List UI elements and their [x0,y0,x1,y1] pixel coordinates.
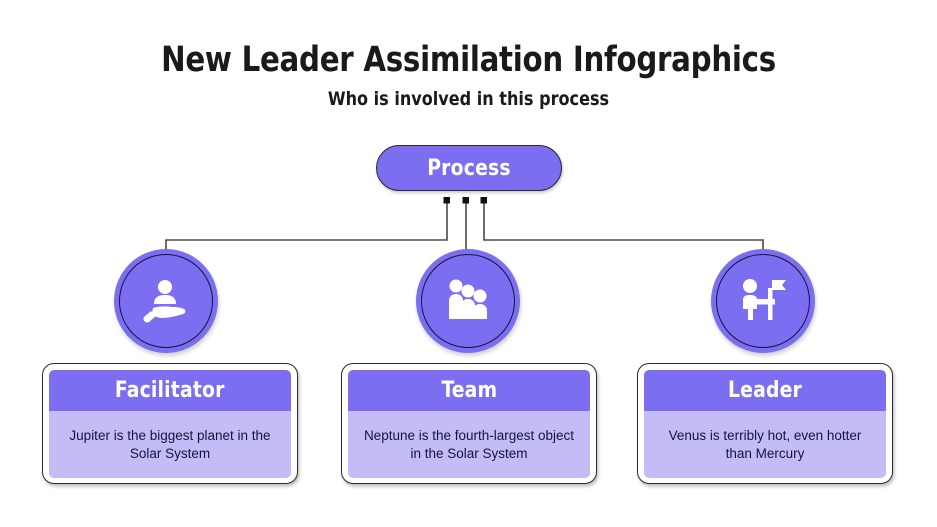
root-node-label: Process [427,155,511,181]
page-subtitle: Who is involved in this process [327,88,610,110]
circle-inner-ring [716,254,810,348]
page-title: New Leader Assimilation Infographics [161,40,776,80]
card-body-facilitator: Jupiter is the biggest planet in the Sol… [49,411,291,478]
person-with-flag-icon [711,249,815,353]
card-description: Jupiter is the biggest planet in the Sol… [69,427,271,461]
icon-circle-facilitator[interactable] [114,249,218,353]
card-facilitator[interactable]: Facilitator Jupiter is the biggest plane… [42,363,298,484]
card-team[interactable]: Team Neptune is the fourth-largest objec… [341,363,597,484]
card-description: Venus is terribly hot, even hotter than … [668,427,862,461]
card-title: Leader [727,378,803,403]
circle-inner-ring [421,254,515,348]
card-leader[interactable]: Leader Venus is terribly hot, even hotte… [637,363,893,484]
card-header-leader: Leader [644,370,886,411]
card-header-team: Team [348,370,590,411]
card-description: Neptune is the fourth-largest object in … [363,427,575,461]
card-body-team: Neptune is the fourth-largest object in … [348,411,590,478]
root-node-process[interactable]: Process [376,145,562,191]
icon-circle-leader[interactable] [711,249,815,353]
card-title: Team [441,378,497,403]
card-title: Facilitator [115,378,225,403]
card-header-facilitator: Facilitator [49,370,291,411]
card-body-leader: Venus is terribly hot, even hotter than … [644,411,886,478]
icon-circle-team[interactable] [416,249,520,353]
three-people-icon [416,249,520,353]
person-on-hand-icon [114,249,218,353]
circle-inner-ring [119,254,213,348]
